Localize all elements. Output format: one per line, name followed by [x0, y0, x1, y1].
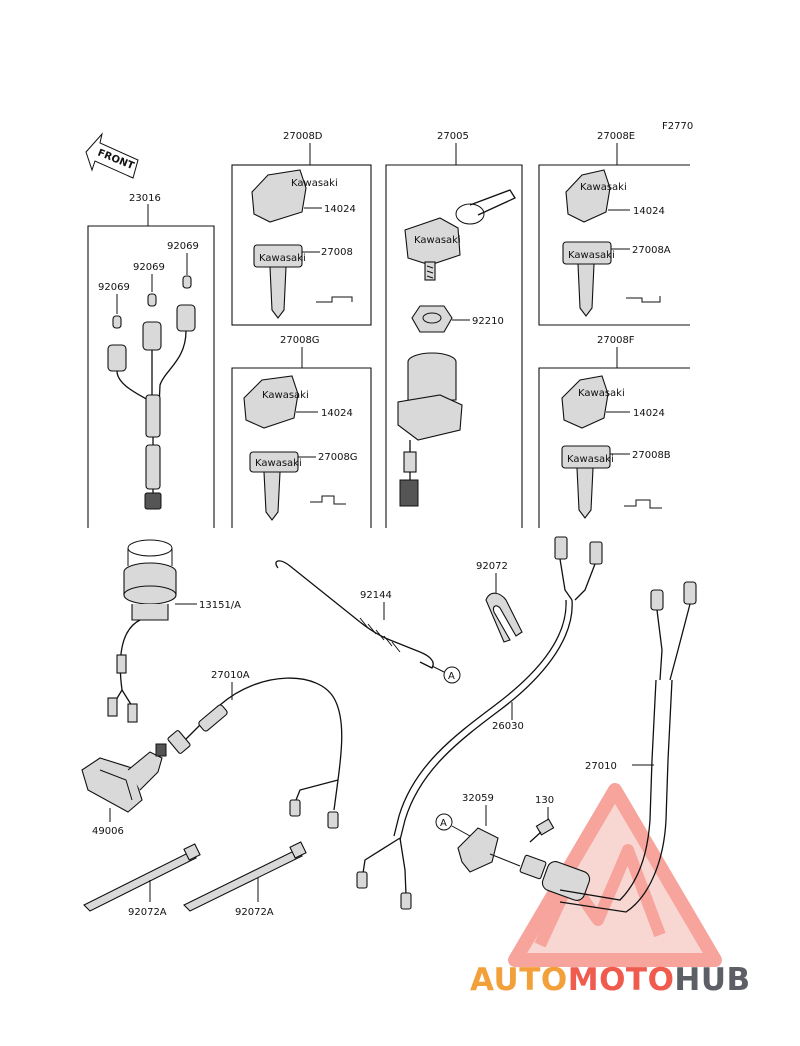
- part-27008G-top: 27008G: [280, 335, 320, 346]
- svg-text:Kawasaki: Kawasaki: [568, 250, 615, 261]
- svg-text:Kawasaki: Kawasaki: [578, 388, 625, 399]
- svg-text:Kawasaki: Kawasaki: [567, 454, 614, 465]
- part-14024-2: 14024: [633, 206, 665, 217]
- switch-assembly-32059: 32059 A 130: [435, 793, 591, 901]
- part-27008F: 27008F: [597, 335, 635, 346]
- part-92144: 92144: [360, 590, 392, 601]
- holder-49006: 49006: [81, 743, 167, 837]
- figure-code: F2770: [662, 121, 693, 132]
- ref-marker-a1: A: [448, 671, 455, 682]
- part-49006: 49006: [92, 826, 124, 837]
- part-92072A-1: 92072A: [128, 907, 167, 918]
- part-27005: 27005: [437, 131, 469, 142]
- key-set-27008F: Kawasaki 14024 Kawasaki 27008B: [561, 375, 671, 519]
- cable-92144: 92144 A: [275, 560, 461, 684]
- tie-92072A-1: 92072A: [83, 843, 201, 918]
- part-27010: 27010: [585, 761, 617, 772]
- svg-text:Kawasaki: Kawasaki: [255, 458, 302, 469]
- part-27008D: 27008D: [283, 131, 323, 142]
- part-14024-1: 14024: [324, 204, 356, 215]
- sub-harness-23016: 92069 92069 92069: [98, 241, 199, 510]
- lead-27010A: 27010A: [167, 670, 343, 829]
- clip-92072: 92072: [476, 561, 523, 643]
- part-27008A: 27008A: [632, 245, 671, 256]
- part-130: 130: [535, 795, 554, 806]
- svg-text:Kawasaki: Kawasaki: [414, 235, 461, 246]
- svg-text:Kawasaki: Kawasaki: [259, 253, 306, 264]
- part-92210: 92210: [472, 316, 504, 327]
- part-92069-c: 92069: [98, 282, 130, 293]
- ref-marker-a2: A: [440, 818, 447, 829]
- harness-27010: 27010: [559, 581, 697, 913]
- part-92069-b: 92069: [133, 262, 165, 273]
- part-14024-3: 14024: [321, 408, 353, 419]
- part-92072A-2: 92072A: [235, 907, 274, 918]
- part-26030: 26030: [492, 721, 524, 732]
- svg-text:Kawasaki: Kawasaki: [580, 182, 627, 193]
- key-set-27008E: Kawasaki 14024 Kawasaki 27008A: [562, 169, 671, 317]
- part-14024-4: 14024: [633, 408, 665, 419]
- tie-92072A-2: 92072A: [183, 841, 307, 918]
- key-set-27008D: Kawasaki 14024 Kawasaki 27008: [251, 169, 356, 319]
- svg-text:Kawasaki: Kawasaki: [291, 178, 338, 189]
- part-27008E: 27008E: [597, 131, 635, 142]
- socket-13151A: 13151/A: [107, 539, 241, 723]
- front-arrow-icon: FRONT: [85, 132, 139, 179]
- key-set-27008G: Kawasaki 14024 Kawasaki 27008G: [243, 375, 358, 521]
- watermark-text: AUTOMOTOHUB: [470, 962, 751, 998]
- part-92069-a: 92069: [167, 241, 199, 252]
- part-27008B: 27008B: [632, 450, 671, 461]
- part-23016: 23016: [129, 193, 161, 204]
- part-27008: 27008: [321, 247, 353, 258]
- part-27010A: 27010A: [211, 670, 250, 681]
- front-label: FRONT: [96, 148, 136, 173]
- harness-26030: 26030: [356, 536, 603, 910]
- part-27008G: 27008G: [318, 452, 358, 463]
- svg-text:Kawasaki: Kawasaki: [262, 390, 309, 401]
- part-92072: 92072: [476, 561, 508, 572]
- ignition-switch-27005: Kawasaki 92210: [397, 189, 516, 507]
- part-32059: 32059: [462, 793, 494, 804]
- part-13151A: 13151/A: [199, 600, 241, 611]
